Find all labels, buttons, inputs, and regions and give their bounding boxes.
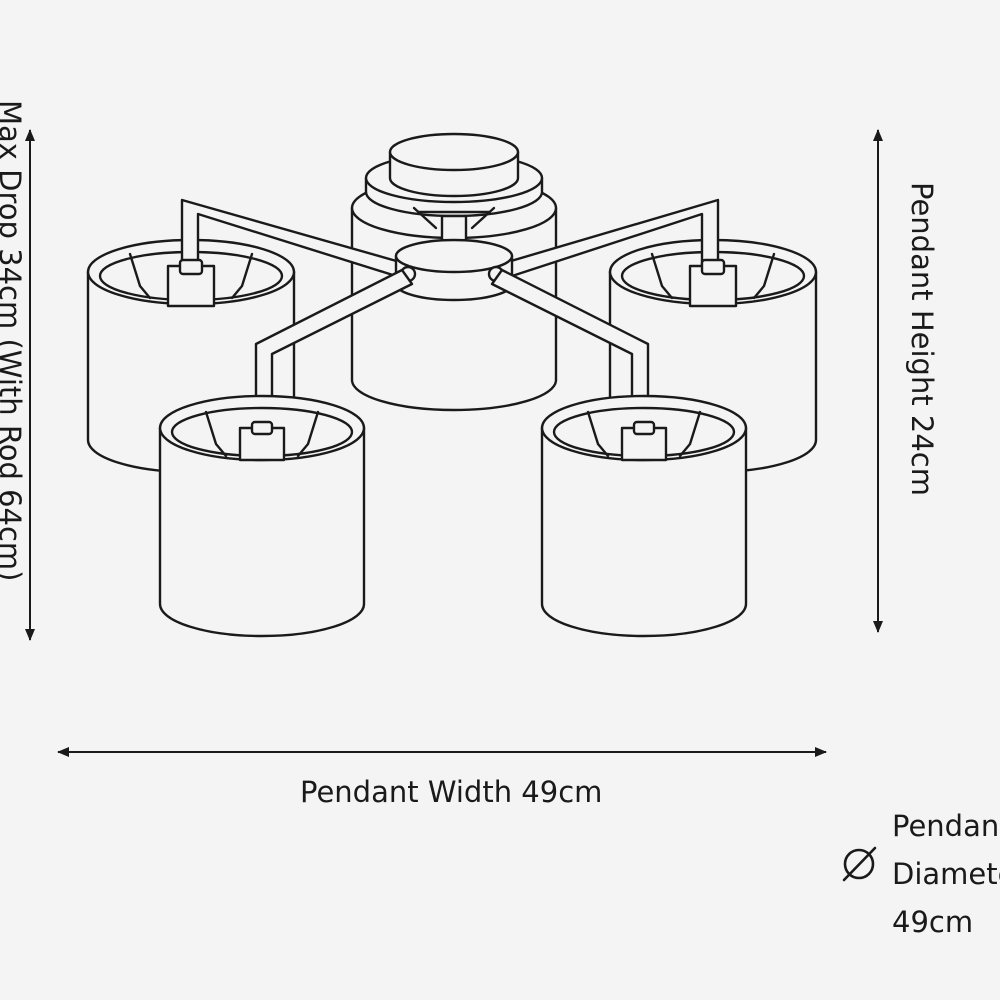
max-drop-label: Max Drop 34cm (With Rod 64cm) [0, 100, 27, 582]
arms-back [166, 198, 738, 308]
shade-front-left [158, 394, 366, 638]
diameter-label-line-1: Pendant [892, 809, 1000, 843]
shade-front-right [540, 394, 748, 638]
central-hub [394, 238, 514, 302]
pendant-height-label: Pendant Height 24cm [905, 182, 939, 497]
diameter-label-line-3: 49cm [892, 905, 974, 939]
diameter-icon [842, 846, 877, 882]
diameter-label-line-2: Diameter [892, 857, 1000, 891]
ceiling-canopy [364, 132, 544, 248]
pendant-diameter-label: Pendant Diameter 49cm [892, 802, 1000, 946]
pendant-width-label: Pendant Width 49cm [300, 775, 603, 809]
